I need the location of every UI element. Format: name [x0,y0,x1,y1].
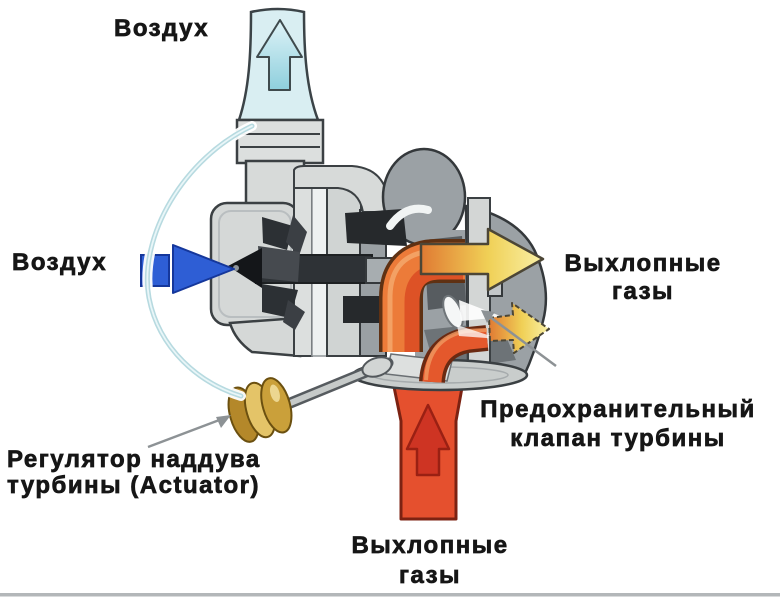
actuator-pointer-arrow [147,415,231,449]
label-boost-regulator: Регулятор наддува турбины (Actuator) [7,446,261,499]
boost-actuator [227,377,293,443]
label-exhaust-inlet-line1: Выхлопные [351,532,509,560]
wastegate-bypass-arrow-right-icon [488,302,550,354]
label-relief-valve-line1: Предохранительный [480,396,756,424]
exhaust-inlet-arrow-up-icon [405,403,451,477]
bottom-divider-line [0,593,780,597]
air-outlet-arrow-up-icon [256,19,303,91]
label-air-outlet: Воздух [114,15,209,43]
label-boost-regulator-line2: турбины (Actuator) [7,472,260,499]
compressor-nose-cone [228,248,262,288]
label-exhaust-inlet-line2: газы [398,562,462,590]
label-boost-regulator-line1: Регулятор наддува [7,446,261,473]
label-relief-valve: Предохранительный клапан турбины [458,395,778,453]
label-exhaust-inlet: Выхлопные газы [330,531,530,591]
boost-hose [142,121,257,401]
label-exhaust-outlet-line1: Выхлопные [564,250,722,278]
label-air-intake-text: Воздух [12,249,108,277]
label-exhaust-outlet-line2: газы [611,278,675,306]
label-relief-valve-line2: клапан турбины [510,425,726,453]
exhaust-outlet-arrow-right-icon [419,227,545,292]
label-exhaust-outlet: Выхлопные газы [543,250,743,306]
valve-pointer-arrow [481,310,557,368]
label-air-outlet-text: Воздух [114,15,210,43]
label-air-intake: Воздух [12,249,107,277]
compressor-wheel [228,215,307,330]
exhaust-inlet-pipe [391,380,465,521]
